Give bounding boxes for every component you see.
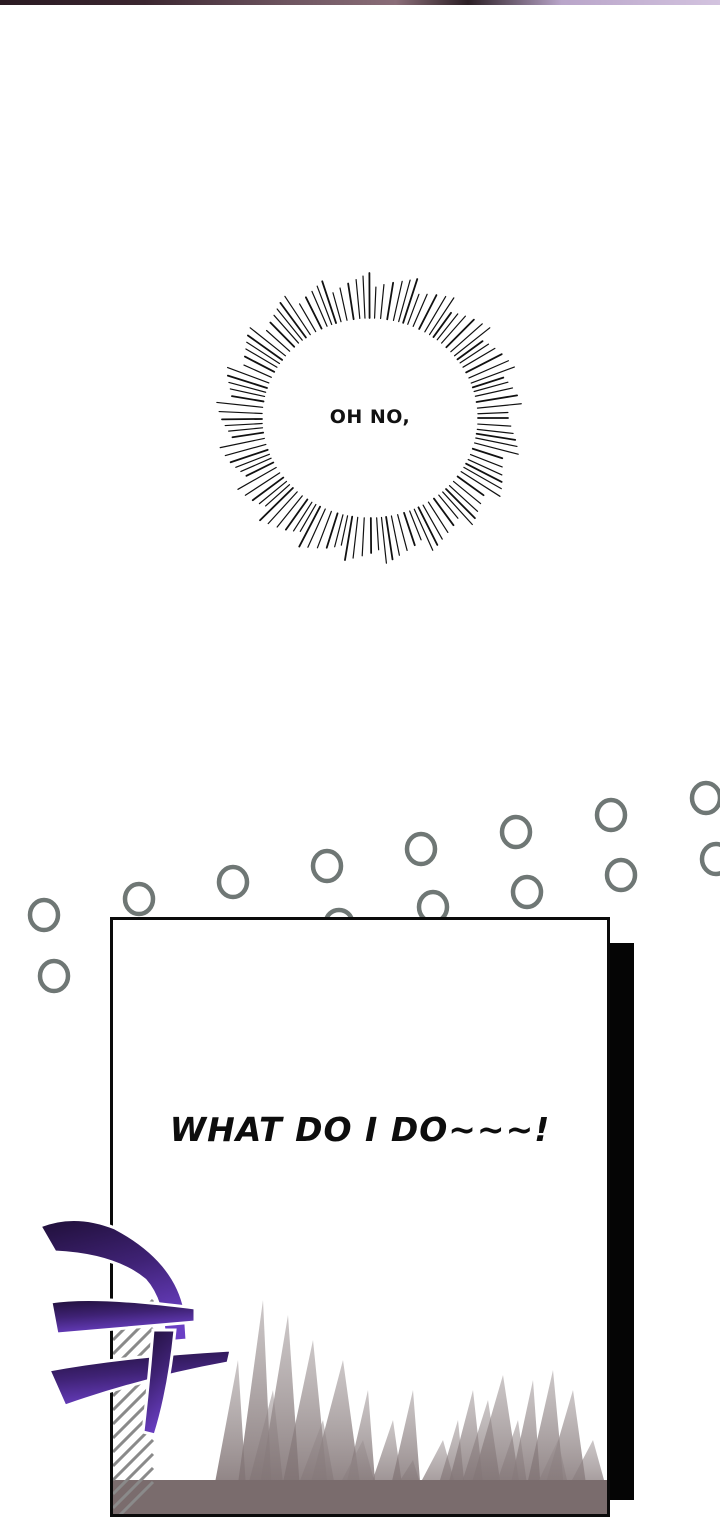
panel-drop-shadow bbox=[609, 943, 634, 1500]
panel-dialogue-text: WHAT DO I DO~~~! bbox=[113, 1110, 607, 1149]
burst-bubble-text: OH NO, bbox=[215, 272, 525, 564]
previous-panel-edge bbox=[0, 0, 720, 5]
sfx-laugh-glyph bbox=[35, 1210, 235, 1450]
